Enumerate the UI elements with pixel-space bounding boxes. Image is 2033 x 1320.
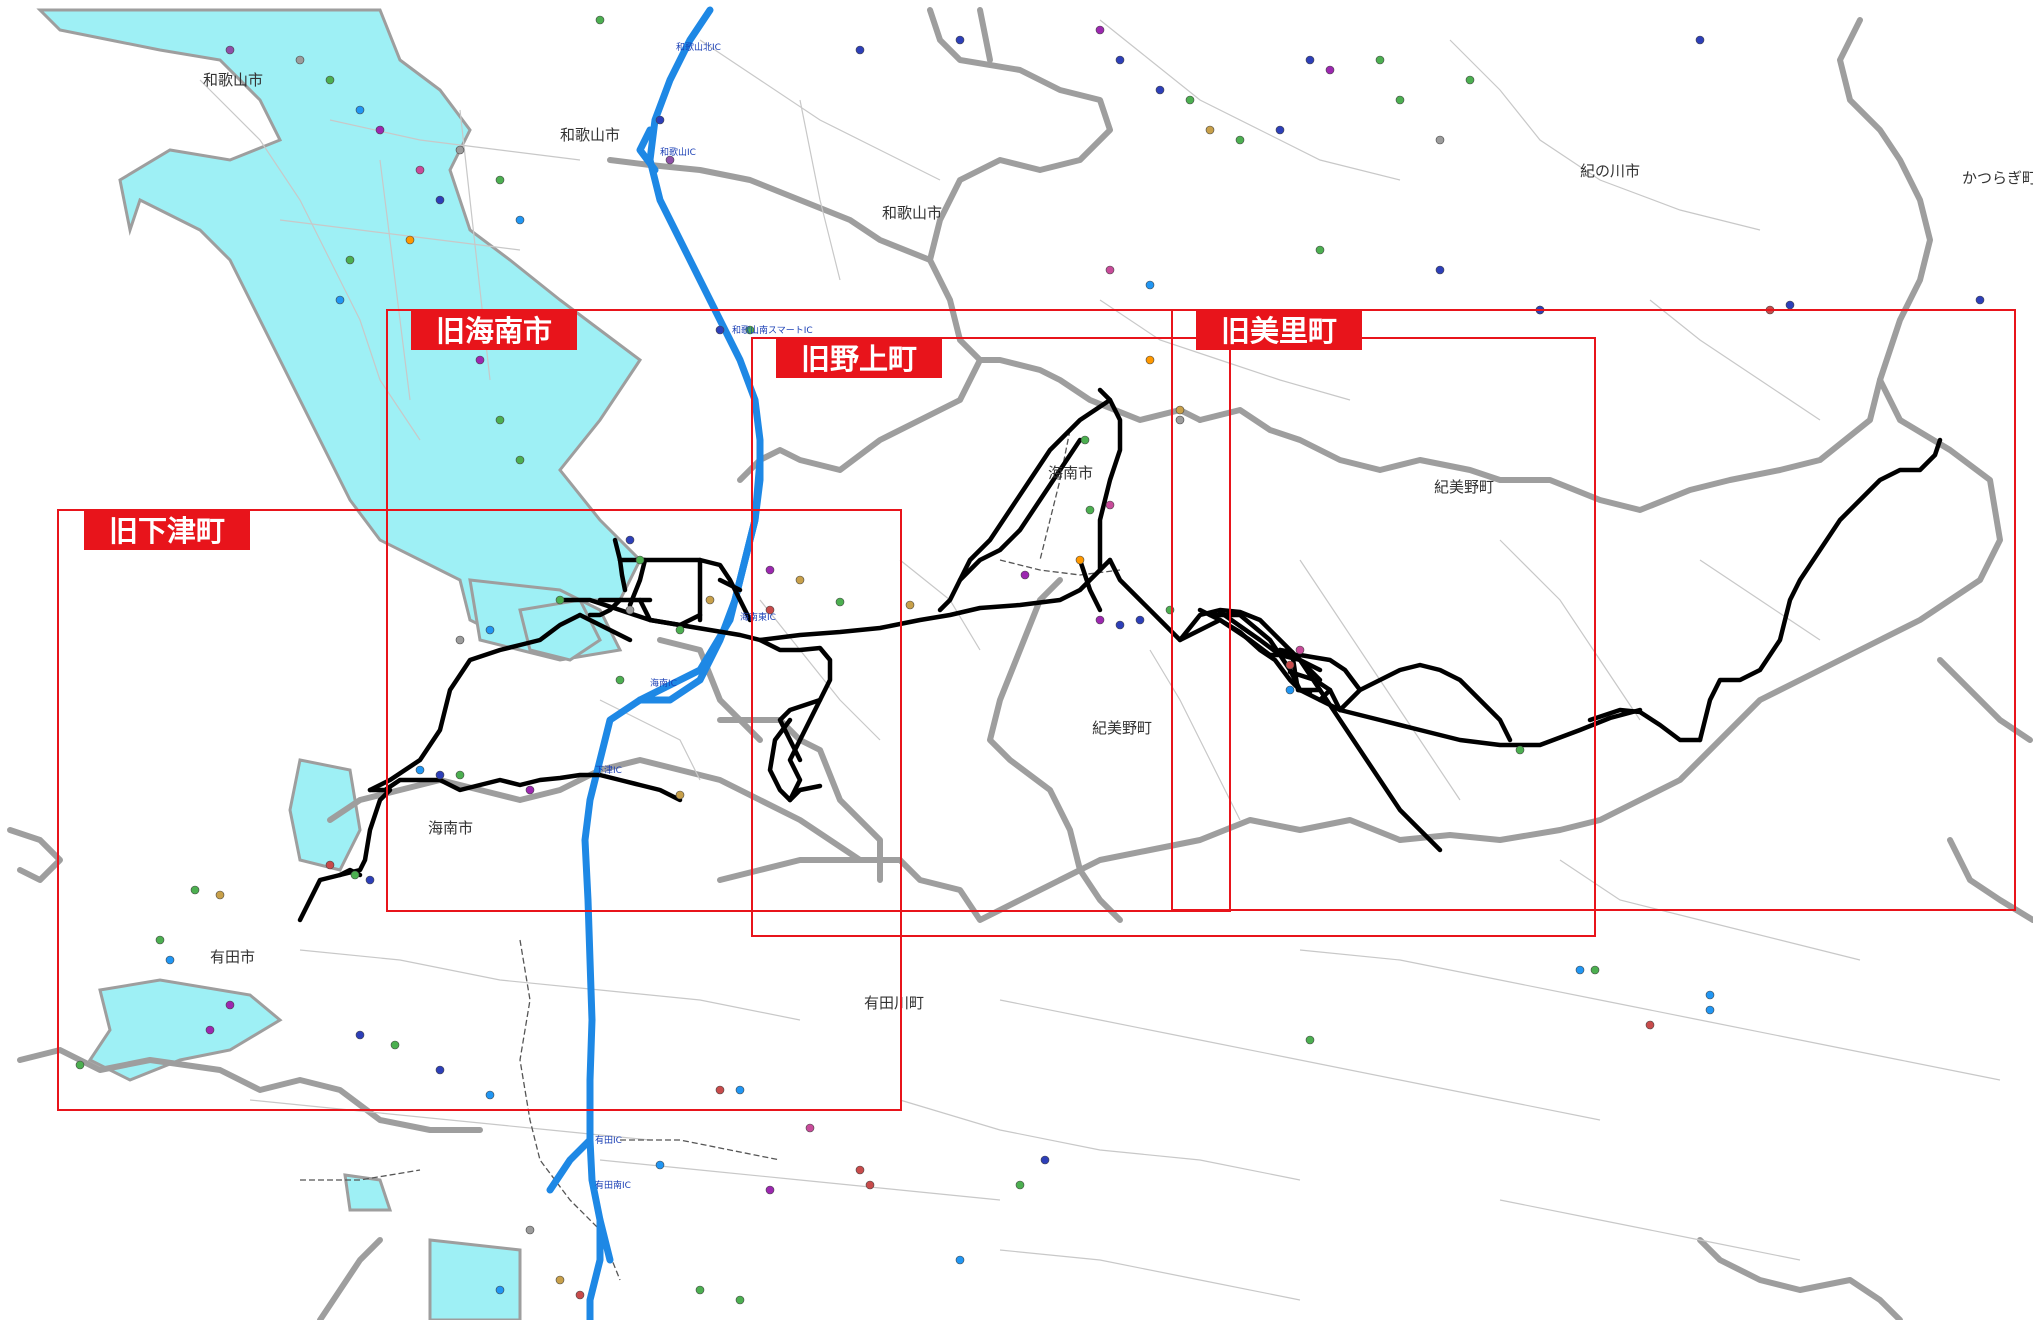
ic-label-kainan: 海南IC [650, 677, 677, 689]
region-box-nokami [751, 337, 1596, 937]
region-tag-shimotsu-text: 旧下津町 [109, 514, 225, 548]
region-box-miyama [1171, 309, 2016, 911]
ic-labels: 和歌山北IC 和歌山IC 和歌山南スマートIC 海南東IC 海南IC 下津IC … [595, 41, 813, 1191]
ic-label-wakayama-kita: 和歌山北IC [676, 41, 721, 53]
region-box-kainan [386, 309, 1231, 912]
city-label-kainan-n: 海南市 [1048, 464, 1093, 482]
region-tag-kainan-text: 旧海南市 [436, 314, 552, 348]
region-tag-shimotsu: 旧下津町 [84, 510, 250, 550]
region-tag-miyama: 旧美里町 [1196, 310, 1362, 350]
city-label-kimino-c: 紀美野町 [1092, 719, 1152, 737]
region-tag-kainan: 旧海南市 [411, 310, 577, 350]
region-box-shimotsu [57, 509, 902, 1111]
bus-routes [297, 387, 1943, 923]
city-labels: 和歌山市 和歌山市 和歌山市 紀の川市 かつらぎ町 海南市 紀美野町 紀美野町 … [203, 71, 2033, 1012]
region-boxes [57, 309, 2016, 1111]
city-label-kinokawa: 紀の川市 [1580, 162, 1640, 180]
admin-boundaries [7, 7, 2033, 1320]
city-label-wakayama-c: 和歌山市 [560, 126, 620, 144]
city-label-kainan-s: 海南市 [428, 819, 473, 837]
ic-label-kainan-higashi: 海南東IC [740, 611, 776, 623]
ic-label-arida-minami: 有田南IC [595, 1179, 631, 1191]
ic-label-shimotsu: 下津IC [595, 765, 622, 776]
sea-areas [36, 8, 643, 1320]
ic-label-arida: 有田IC [595, 1134, 622, 1146]
city-label-wakayama-nw: 和歌山市 [203, 71, 263, 89]
city-label-katsuragi: かつらぎ町 [1962, 169, 2033, 187]
city-label-aridagawa: 有田川町 [864, 994, 924, 1012]
city-label-arida: 有田市 [210, 948, 255, 966]
ic-label-wakayama-minami-smart: 和歌山南スマートIC [732, 324, 813, 336]
city-label-wakayama-e: 和歌山市 [882, 204, 942, 222]
region-tag-nokami: 旧野上町 [776, 338, 942, 378]
ic-label-wakayama: 和歌山IC [660, 146, 696, 158]
poi-dots [75, 15, 1985, 1305]
region-tag-nokami-text: 旧野上町 [801, 342, 917, 376]
city-label-kimino-n: 紀美野町 [1434, 478, 1494, 496]
region-tag-miyama-text: 旧美里町 [1221, 314, 1337, 348]
